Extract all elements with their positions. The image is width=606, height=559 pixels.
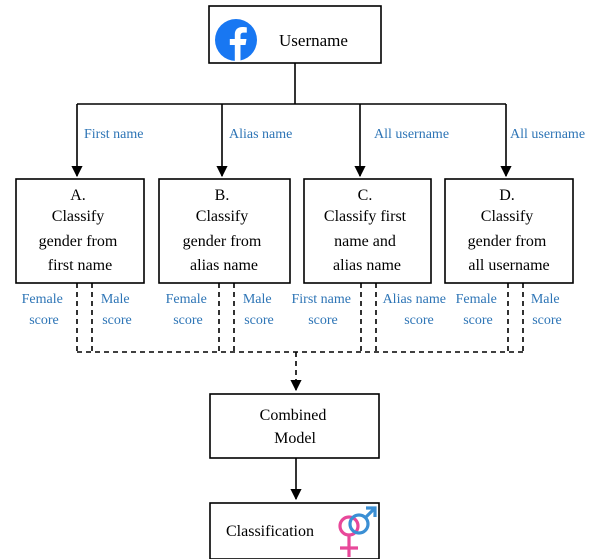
svg-text:C. Classify first: C. Classify first name and alias name [324, 187, 410, 274]
classifier-d-line-4: all username [468, 257, 549, 274]
svg-text:A. Classify gender: A. Classify gender from first name [39, 187, 122, 274]
classifier-d-line-3: gender from [468, 233, 547, 250]
svg-text:Male score: Male score [243, 292, 275, 328]
score-a-right-2: score [102, 313, 132, 328]
svg-text:Female score: Female score [22, 292, 67, 328]
username-node: Username [208, 5, 382, 64]
score-a-left-1: Female [22, 292, 63, 307]
gender-symbol-icon [338, 506, 377, 557]
score-d-right-1: Male [531, 292, 560, 307]
classifier-d-line-2: Classify [481, 208, 533, 225]
username-label: Username [279, 31, 348, 50]
classifier-b-line-1: B. [215, 187, 230, 204]
combined-line-1: Combined [260, 407, 327, 424]
score-b-left-1: Female [166, 292, 207, 307]
score-c-right-1: Alias name [383, 292, 446, 307]
score-b-right-2: score [244, 313, 274, 328]
score-d-left-1: Female [456, 292, 497, 307]
classifier-a-line-4: first name [48, 257, 112, 274]
classifier-b: B. Classify gender from alias name [158, 178, 291, 284]
classifier-c-line-2: Classify first [324, 208, 407, 225]
score-b-right-1: Male [243, 292, 272, 307]
score-d-right-2: score [532, 313, 562, 328]
combined-line-2: Model [274, 430, 316, 447]
svg-text:Male score: Male score [531, 292, 563, 328]
svg-text:Female score: Female score [166, 292, 211, 328]
branch-label-all-username-c: All username [374, 127, 449, 142]
score-a-left-2: score [29, 313, 59, 328]
classifier-c-line-4: alias name [333, 257, 401, 274]
branch-label-first-name: First name [84, 127, 144, 142]
classifier-a-line-1: A. [70, 187, 86, 204]
branch-connectors [71, 63, 512, 178]
classifier-a-line-3: gender from [39, 233, 118, 250]
svg-text:Alias name score: Alias name score [383, 292, 450, 328]
classifier-a-line-2: Classify [52, 208, 104, 225]
combined-model-node: Combined Model [209, 393, 380, 459]
classifier-a: A. Classify gender from first name [15, 178, 145, 284]
classifier-b-line-3: gender from [183, 233, 262, 250]
facebook-icon [215, 19, 257, 61]
score-b-left-2: score [173, 313, 203, 328]
svg-text:Combined Model: Combined Model [260, 407, 331, 447]
score-c-left-1: First name [292, 292, 352, 307]
classifier-d: D. Classify gender from all username [444, 178, 574, 284]
score-c-right-2: score [404, 313, 434, 328]
score-labels: Female score Male score Female score Mal… [22, 292, 563, 328]
score-d-left-2: score [463, 313, 493, 328]
score-connectors [76, 283, 524, 392]
branch-label-alias-name: Alias name [229, 127, 292, 142]
classification-node: Classification [209, 502, 380, 559]
classifier-b-line-2: Classify [196, 208, 248, 225]
classification-label: Classification [226, 523, 314, 540]
classifier-b-line-4: alias name [190, 257, 258, 274]
svg-text:Male score: Male score [101, 292, 133, 328]
classifier-c: C. Classify first name and alias name [303, 178, 432, 284]
classifier-c-line-3: name and [334, 233, 396, 250]
svg-text:First name score: First name score [292, 292, 355, 328]
classifier-c-line-1: C. [358, 187, 373, 204]
score-a-right-1: Male [101, 292, 130, 307]
classifier-d-line-1: D. [499, 187, 515, 204]
score-c-left-2: score [308, 313, 338, 328]
branch-label-all-username-d: All username [510, 127, 585, 142]
svg-text:B. Classify gender: B. Classify gender from alias name [183, 187, 266, 274]
svg-text:Female score: Female score [456, 292, 501, 328]
branch-labels: First name Alias name All username All u… [84, 127, 585, 142]
svg-text:D. Classify gender: D. Classify gender from all username [468, 187, 551, 274]
